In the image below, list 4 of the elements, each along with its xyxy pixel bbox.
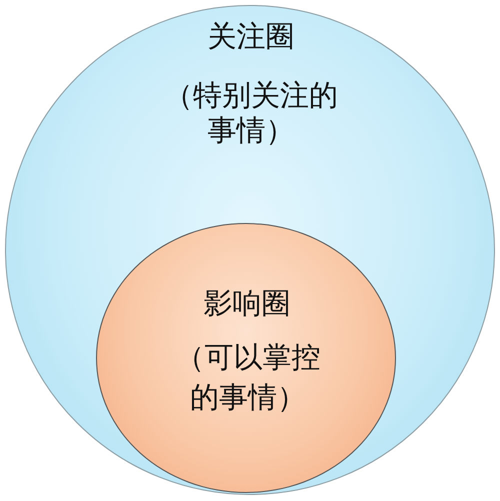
circle-description: （特别关注的事情） [163, 78, 339, 148]
circle-title: 关注圈 [206, 19, 296, 54]
circle-description: （可以掌控的事情） [174, 339, 322, 416]
circle-title: 影响圈 [202, 286, 292, 321]
